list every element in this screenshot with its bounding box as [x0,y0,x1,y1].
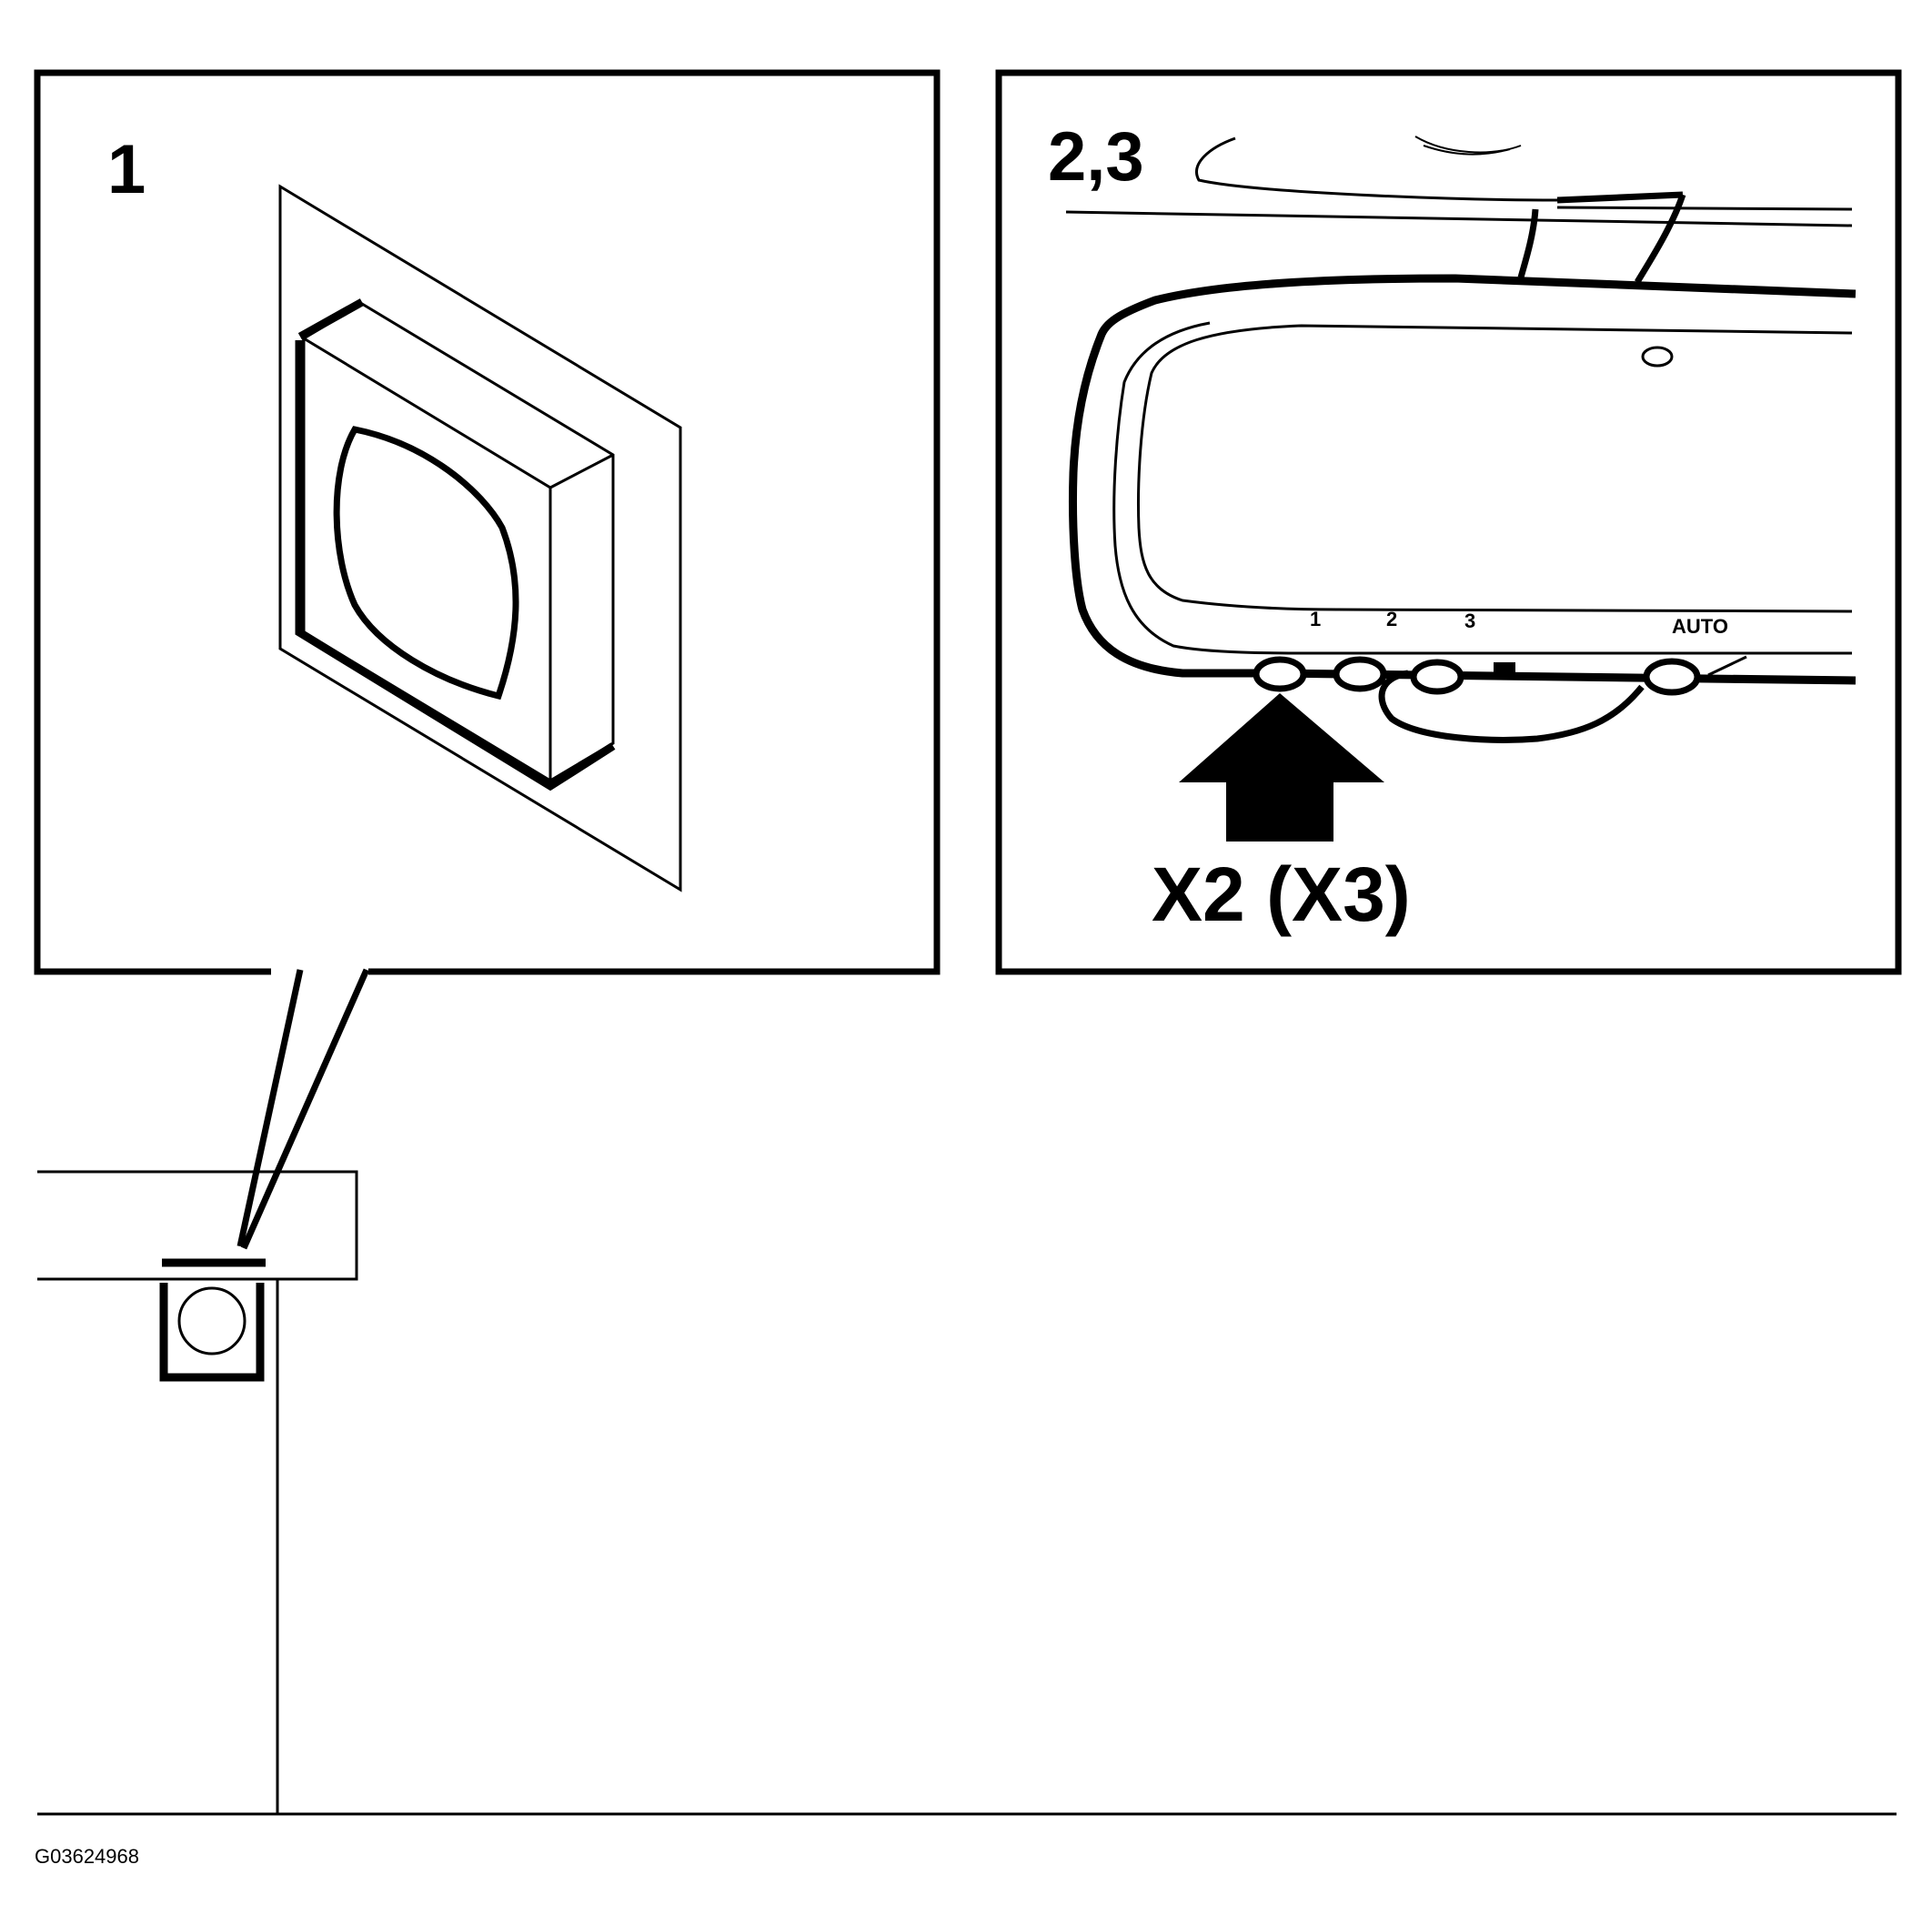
mirror-housing [1068,274,1857,685]
button-label-auto: AUTO [1672,615,1728,638]
callout-arrow [1179,693,1384,842]
panel-2-3-frame [995,69,1902,975]
auto-tick [1707,655,1747,677]
wire-loop [1378,670,1645,743]
switch-knob [177,1286,247,1356]
mounting-plate [278,184,682,892]
mirror-button-1 [1253,656,1307,692]
sensor-sketch [1414,136,1522,156]
indicator-led [1641,346,1674,368]
switch-box-edge [549,453,614,489]
button-label-2: 2 [1386,608,1397,630]
headliner-line-1 [1065,210,1853,227]
callout-label: X2 (X3) [1152,852,1411,937]
switch-box-shadow [295,340,616,791]
mirror-bezel [1112,321,1852,655]
mirror-glass [1137,324,1853,613]
panel-1: 1 [34,69,941,1250]
panel-1-pointer-right [240,968,370,1250]
button-label-3: 3 [1464,610,1475,632]
switch-bracket [159,1283,265,1382]
mirror-button-3 [1410,659,1464,695]
vehicle-overview [37,1170,1897,1816]
button-label-1: 1 [1310,608,1321,630]
mirror-button-auto [1643,658,1701,696]
panel-2-3-label: 2,3 [1048,118,1144,196]
sensor-lens [333,426,519,700]
panel-1-pointer-left [236,969,304,1247]
mirror-button-2 [1333,656,1387,692]
mirror-mount [1517,191,1686,284]
dashboard-shelf [37,1170,358,1281]
panel-1-label: 1 [107,131,146,208]
mirror-indicator [1494,662,1515,675]
panel-1-frame [34,69,941,975]
headliner-line-2 [1556,206,1853,211]
switch-box-top-shadow [297,298,365,340]
figure-code: G03624968 [35,1845,139,1868]
panel-2-3: 2,3 1 2 3 AUTO X2 (X3) [995,69,1902,975]
switch-box-top [303,302,615,782]
windshield-edge [1195,136,1558,202]
